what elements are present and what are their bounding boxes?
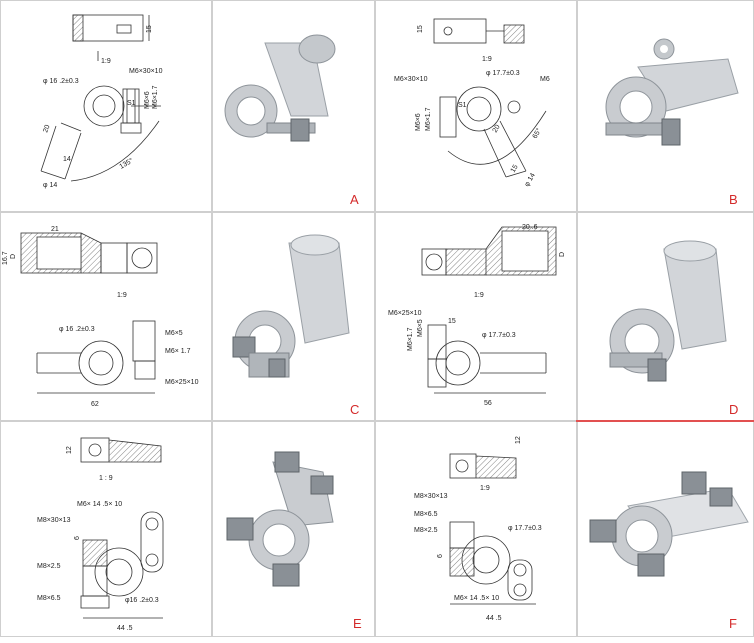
dim-b-stem: 15 (510, 164, 520, 174)
dim-a-bolt: M6×30×10 (129, 68, 163, 75)
dim-c-h: 16.7 (2, 251, 9, 265)
dim-f-b3: M8×2.5 (414, 527, 438, 534)
panel-e-letter: E (353, 616, 362, 631)
dim-d-d: D (559, 252, 566, 257)
dim-a-nut: M6×6 (144, 91, 151, 109)
dim-b-ang: 65° (531, 127, 543, 140)
panel-e-photo: E (212, 421, 375, 637)
dim-d-m15: 15 (448, 318, 456, 325)
dim-f-h: 12 (515, 436, 522, 444)
dim-e-b4: M8×6.5 (37, 595, 61, 602)
drawing-e: 12 1 : 9 M6× 14 .5× 10 M8×30×13 6 M8×2.5… (37, 437, 164, 632)
photo-b-terminal (605, 38, 739, 146)
dim-c-m3: M6×25×10 (165, 379, 199, 386)
photo-c-terminal (232, 234, 350, 378)
dim-c-len: 62 (91, 401, 99, 408)
dim-f-len: 44 .5 (486, 615, 502, 622)
dim-a-nut2: M6×1.7 (152, 85, 159, 109)
dim-a-taper: 1:9 (101, 58, 111, 65)
dim-c-taper: 1:9 (117, 292, 127, 299)
dim-f-b1: M8×30×13 (414, 493, 448, 500)
panel-f-photo: F (577, 421, 754, 637)
dim-b-dia: φ 17.7±0.3 (486, 70, 520, 77)
divider-accent (576, 420, 754, 422)
drawing-b: 15 1:9 M6×30×10 φ 17.7±0.3 M6 M6×6 M6×1.… (394, 18, 550, 188)
dim-d-len: 56 (484, 400, 492, 407)
dim-c-m1: M6×5 (165, 330, 183, 337)
dim-c-m2: M6× 1.7 (165, 348, 191, 355)
dim-d-dia: φ 17.7±0.3 (482, 332, 516, 339)
dim-b-dia2: φ 14 (524, 172, 537, 188)
dim-a-len: 20 (42, 124, 51, 134)
dim-b-m6: M6 (540, 76, 550, 83)
dim-a-top: 15 (146, 25, 153, 33)
dim-d-nut2: M6×5 (417, 319, 424, 337)
dim-a-dia: φ 16 .2±0.3 (43, 78, 79, 85)
photo-f-terminal (589, 471, 749, 577)
dim-b-top: 15 (417, 25, 424, 33)
dim-b-s1: S1 (458, 102, 467, 109)
dim-e-b2: M8×30×13 (37, 517, 71, 524)
panel-c-drawing: 21 D 16.7 1:9 φ 16 .2±0.3 M6×5 M6× 1.7 M… (0, 212, 212, 421)
panel-a-letter: A (350, 192, 359, 207)
panel-b-letter: B (729, 192, 738, 207)
dim-d-nut: M6×1.7 (407, 327, 414, 351)
panel-c-letter: C (350, 402, 360, 417)
dim-b-nut2: M6×1.7 (425, 107, 432, 131)
panel-f-drawing: 12 1:9 M8×30×13 M8×6.5 M8×2.5 6 φ 17.7±0… (375, 421, 577, 637)
dim-e-six: 6 (74, 536, 81, 540)
dim-e-b1: M6× 14 .5× 10 (77, 501, 122, 508)
dim-f-six: 6 (437, 554, 444, 558)
drawing-d: 20 .6 D 1:9 M6×25×10 M6×1.7 M6×5 15 φ 17… (388, 224, 566, 407)
photo-e-terminal (226, 451, 334, 587)
dim-c-w: 21 (51, 226, 59, 233)
dim-f-dia: φ 17.7±0.3 (508, 525, 542, 532)
dim-b-nut: M6×6 (415, 113, 422, 131)
dim-e-b3: M8×2.5 (37, 563, 61, 570)
dim-b-len: 20 (492, 124, 502, 134)
panel-b-drawing: 15 1:9 M6×30×10 φ 17.7±0.3 M6 M6×6 M6×1.… (375, 0, 577, 212)
panel-a-photo: A (212, 0, 375, 212)
dim-f-b4: M6× 14 .5× 10 (454, 595, 499, 602)
dim-e-dia: φ16 .2±0.3 (125, 597, 159, 604)
drawing-f: 12 1:9 M8×30×13 M8×6.5 M8×2.5 6 φ 17.7±0… (414, 436, 542, 622)
dim-b-bolt: M6×30×10 (394, 76, 428, 83)
dim-f-b2: M8×6.5 (414, 511, 438, 518)
panel-d-drawing: 20 .6 D 1:9 M6×25×10 M6×1.7 M6×5 15 φ 17… (375, 212, 577, 421)
photo-d-terminal (609, 240, 727, 382)
dim-e-h: 12 (66, 446, 73, 454)
dim-f-taper: 1:9 (480, 485, 490, 492)
panel-f-letter: F (729, 616, 737, 631)
dim-d-taper: 1:9 (474, 292, 484, 299)
panel-e-drawing: 12 1 : 9 M6× 14 .5× 10 M8×30×13 6 M8×2.5… (0, 421, 212, 637)
dim-a-s1: S1 (127, 100, 136, 107)
panel-b-photo: B (577, 0, 754, 212)
dim-e-len: 44 .5 (117, 625, 133, 632)
dim-a-ang: 135° (118, 156, 135, 170)
panel-c-photo: C (212, 212, 375, 421)
dim-c-dia: φ 16 .2±0.3 (59, 326, 95, 333)
panel-a-drawing: 15 1:9 φ 16 .2±0.3 M6×30×10 M6×6 M6×1.7 … (0, 0, 212, 212)
panel-d-letter: D (729, 402, 739, 417)
dim-e-taper: 1 : 9 (99, 475, 113, 482)
dim-a-stem: 14 (63, 156, 71, 163)
panel-d-photo: D (577, 212, 754, 421)
dim-d-w: 20 .6 (522, 224, 538, 231)
dim-b-taper: 1:9 (482, 56, 492, 63)
photo-a-terminal (224, 34, 336, 142)
dim-c-d: D (10, 254, 17, 259)
drawing-a: 15 1:9 φ 16 .2±0.3 M6×30×10 M6×6 M6×1.7 … (40, 14, 163, 189)
dim-a-dia2: φ 14 (43, 182, 57, 189)
dim-d-bolt: M6×25×10 (388, 310, 422, 317)
drawing-c: 21 D 16.7 1:9 φ 16 .2±0.3 M6×5 M6× 1.7 M… (2, 226, 199, 408)
